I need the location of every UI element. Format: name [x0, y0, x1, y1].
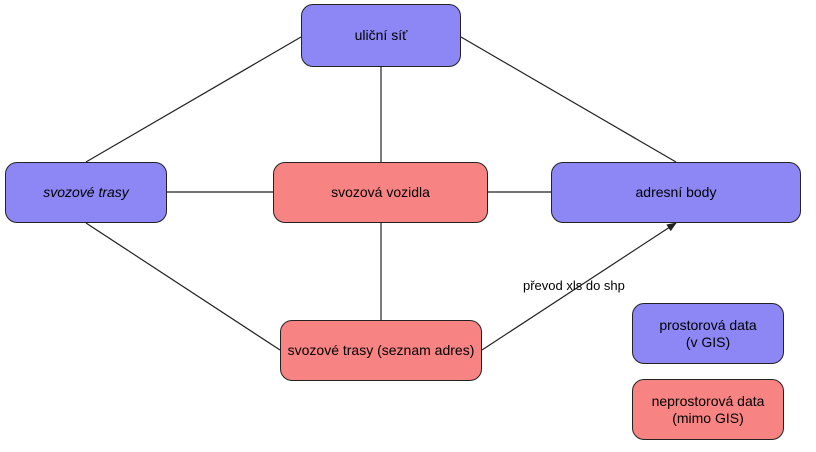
edge-seznam-to-body-arrow: [481, 222, 677, 351]
node-svozove-trasy-label: svozové trasy: [43, 184, 129, 200]
node-adresni-body-label: adresní body: [635, 184, 717, 200]
node-ulicni-sit-label: uliční síť: [354, 27, 408, 43]
edge-sit-to-body: [460, 36, 677, 163]
node-svozove-trasy-seznam-label: svozové trasy (seznam adres): [287, 342, 475, 358]
node-adresni-body: adresní body: [551, 162, 801, 223]
edge-trasy-to-seznam: [85, 222, 281, 351]
node-svozova-vozidla: svozová vozidla: [273, 162, 488, 223]
edge-label-prevod: převod xls do shp: [523, 278, 625, 293]
node-svozove-trasy-seznam: svozové trasy (seznam adres): [280, 320, 482, 381]
legend-spatial: prostorová data (v GIS): [632, 303, 784, 364]
node-svozove-trasy: svozové trasy: [5, 162, 167, 223]
edge-sit-to-trasy: [85, 36, 302, 163]
legend-nonspatial-label: neprostorová data (mimo GIS): [651, 392, 765, 426]
node-svozova-vozidla-label: svozová vozidla: [331, 184, 430, 200]
legend-nonspatial: neprostorová data (mimo GIS): [632, 379, 784, 440]
node-ulicni-sit: uliční síť: [301, 4, 461, 67]
legend-spatial-label: prostorová data (v GIS): [659, 316, 757, 350]
